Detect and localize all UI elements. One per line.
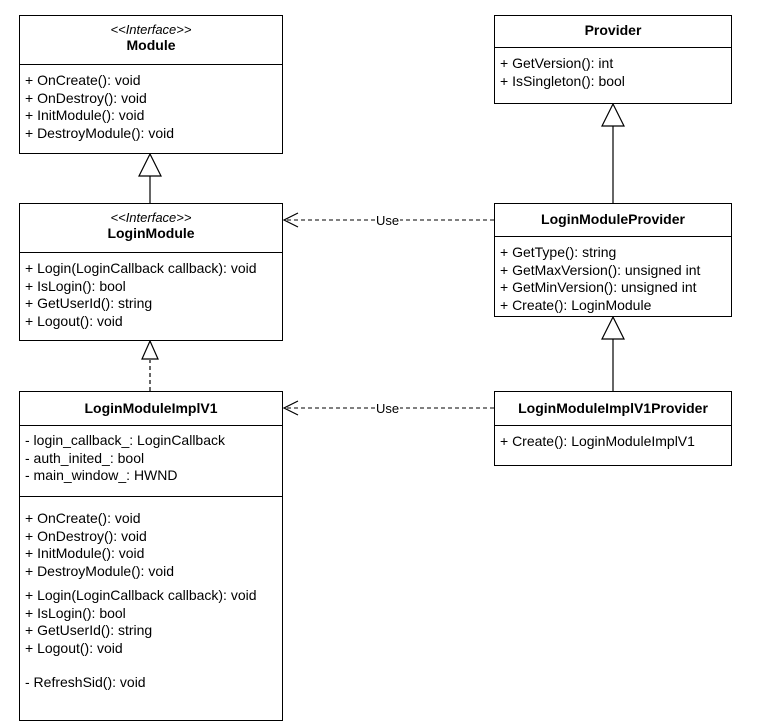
class-login-module-impl-v1-provider[interactable]: LoginModuleImplV1Provider + Create(): Lo… bbox=[494, 391, 732, 466]
method: + DestroyModule(): void bbox=[25, 562, 175, 579]
method: + IsLogin(): bool bbox=[25, 277, 126, 294]
method: + Login(LoginCallback callback): void bbox=[25, 260, 257, 276]
class-name: LoginModuleProvider bbox=[541, 211, 685, 227]
method: + Login(LoginCallback callback): void bbox=[25, 587, 257, 603]
method: + GetUserId(): string bbox=[25, 622, 153, 638]
attributes-section: - login_callback_: LoginCallback - auth_… bbox=[20, 425, 282, 496]
method: - RefreshSid(): void bbox=[25, 674, 146, 690]
method: + IsLogin(): bool bbox=[25, 604, 126, 621]
inheritance-arrowhead-provider bbox=[601, 102, 625, 127]
class-header: Provider bbox=[495, 16, 731, 47]
class-header: <<Interface>> Module bbox=[20, 16, 282, 64]
method: + DestroyModule(): void bbox=[25, 124, 175, 141]
class-name: Module bbox=[126, 37, 176, 53]
use-arrowhead-1 bbox=[282, 212, 299, 228]
method: + GetMinVersion(): unsigned int bbox=[500, 279, 697, 295]
method: + GetMaxVersion(): unsigned int bbox=[500, 261, 701, 278]
attribute: - auth_inited_: bool bbox=[25, 449, 145, 466]
class-provider[interactable]: Provider + GetVersion(): int + IsSinglet… bbox=[494, 15, 732, 104]
method: + GetType(): string bbox=[500, 244, 617, 260]
inheritance-arrowhead-loginmoduleprovider bbox=[601, 315, 625, 340]
use-label-1: Use bbox=[375, 213, 401, 228]
stereotype-label: <<Interface>> bbox=[110, 22, 192, 37]
stereotype-label: <<Interface>> bbox=[110, 210, 192, 225]
class-login-module-impl-v1[interactable]: LoginModuleImplV1 - login_callback_: Log… bbox=[19, 391, 283, 721]
method: + GetUserId(): string bbox=[25, 295, 153, 311]
use-arrowhead-2 bbox=[282, 400, 299, 416]
class-name: LoginModuleImplV1 bbox=[84, 400, 218, 416]
class-header: LoginModuleImplV1 bbox=[20, 392, 282, 425]
method: + OnDestroy(): void bbox=[25, 527, 147, 544]
methods-section: + Create(): LoginModuleImplV1 bbox=[495, 425, 731, 451]
method: + OnCreate(): void bbox=[25, 72, 141, 88]
class-login-module-provider[interactable]: LoginModuleProvider + GetType(): string … bbox=[494, 203, 732, 317]
class-name: LoginModule bbox=[107, 225, 195, 241]
method: + OnDestroy(): void bbox=[25, 89, 147, 106]
class-header: LoginModuleProvider bbox=[495, 204, 731, 236]
class-module[interactable]: <<Interface>> Module + OnCreate(): void … bbox=[19, 15, 283, 154]
methods-section: + GetType(): string + GetMaxVersion(): u… bbox=[495, 236, 731, 314]
methods-section: + GetVersion(): int + IsSingleton(): boo… bbox=[495, 47, 731, 90]
attribute: - login_callback_: LoginCallback bbox=[25, 432, 226, 448]
method: + GetVersion(): int bbox=[500, 55, 614, 71]
method: + Create(): LoginModule bbox=[500, 296, 652, 313]
method: + IsSingleton(): bool bbox=[500, 72, 625, 89]
class-header: <<Interface>> LoginModule bbox=[20, 204, 282, 252]
method: + Create(): LoginModuleImplV1 bbox=[500, 433, 695, 449]
methods-section: + OnCreate(): void + OnDestroy(): void +… bbox=[20, 64, 282, 142]
method: + InitModule(): void bbox=[25, 545, 145, 561]
method: + OnCreate(): void bbox=[25, 510, 141, 526]
realization-arrowhead-loginmodule bbox=[141, 339, 159, 360]
methods-section: + OnCreate(): void + OnDestroy(): void +… bbox=[20, 496, 282, 692]
class-header: LoginModuleImplV1Provider bbox=[495, 392, 731, 425]
inheritance-arrowhead-module bbox=[138, 152, 162, 177]
use-label-2: Use bbox=[375, 401, 401, 416]
attribute: - main_window_: HWND bbox=[25, 467, 178, 483]
method: + Logout(): void bbox=[25, 639, 123, 656]
methods-section: + Login(LoginCallback callback): void + … bbox=[20, 252, 282, 330]
class-name: LoginModuleImplV1Provider bbox=[518, 400, 708, 416]
method: + InitModule(): void bbox=[25, 107, 145, 123]
class-login-module[interactable]: <<Interface>> LoginModule + Login(LoginC… bbox=[19, 203, 283, 341]
method: + Logout(): void bbox=[25, 312, 123, 329]
class-name: Provider bbox=[584, 22, 642, 38]
